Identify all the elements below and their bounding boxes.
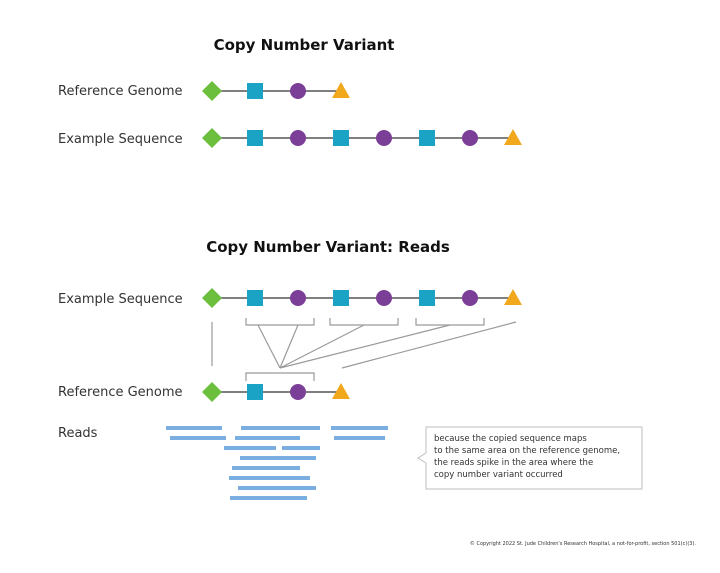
read <box>230 496 307 500</box>
circle-icon <box>290 384 306 400</box>
circle-icon <box>290 130 306 146</box>
reads-label: Reads <box>58 426 98 441</box>
section2-title: Copy Number Variant: Reads <box>206 238 450 256</box>
triangle-icon <box>504 129 522 145</box>
diamond-icon <box>202 382 222 402</box>
circle-icon <box>290 83 306 99</box>
read <box>331 426 388 430</box>
section2-example-sequence <box>202 288 522 308</box>
bracket-reference <box>245 372 315 381</box>
section1-reference-label: Reference Genome <box>58 84 183 99</box>
square-icon <box>419 290 435 306</box>
section1-example-sequence <box>202 128 522 148</box>
section2-reference-label: Reference Genome <box>58 385 183 400</box>
mapping-connectors <box>211 318 517 381</box>
section1-title: Copy Number Variant <box>214 36 395 54</box>
read <box>229 476 310 480</box>
read <box>235 436 300 440</box>
connector-line <box>279 324 365 369</box>
section1-reference-sequence <box>202 81 350 101</box>
circle-icon <box>462 130 478 146</box>
circle-icon <box>290 290 306 306</box>
read <box>238 486 316 490</box>
square-icon <box>333 290 349 306</box>
read <box>240 456 316 460</box>
section2-reference-sequence <box>202 382 350 402</box>
square-icon <box>247 384 263 400</box>
diamond-icon <box>202 81 222 101</box>
callout-line-1: because the copied sequence maps <box>434 434 587 444</box>
circle-icon <box>462 290 478 306</box>
read <box>232 466 300 470</box>
bracket-copy-2 <box>329 318 399 326</box>
read <box>334 436 385 440</box>
circle-icon <box>376 130 392 146</box>
square-icon <box>247 130 263 146</box>
callout-line-4: copy number variant occurred <box>434 470 563 480</box>
bracket-copy-1 <box>245 318 315 326</box>
read <box>241 426 320 430</box>
diamond-icon <box>202 128 222 148</box>
triangle-icon <box>332 82 350 98</box>
diamond-icon <box>202 288 222 308</box>
connector-line <box>279 324 299 369</box>
connector-line <box>341 321 517 369</box>
callout-line-3: the reads spike in the area where the <box>434 458 593 468</box>
section2-example-label: Example Sequence <box>58 292 183 307</box>
callout-box: because the copied sequence maps to the … <box>417 426 643 490</box>
section1-example-label: Example Sequence <box>58 132 183 147</box>
bracket-copy-3 <box>415 318 485 326</box>
circle-icon <box>376 290 392 306</box>
connector-line <box>279 324 451 369</box>
reads-pileup <box>166 426 388 500</box>
read <box>224 446 276 450</box>
triangle-icon <box>504 289 522 305</box>
square-icon <box>247 83 263 99</box>
square-icon <box>333 130 349 146</box>
read <box>166 426 222 430</box>
connector-line <box>257 324 281 369</box>
read <box>282 446 320 450</box>
square-icon <box>419 130 435 146</box>
triangle-icon <box>332 383 350 399</box>
square-icon <box>247 290 263 306</box>
copyright-text: © Copyright 2022 St. Jude Children's Res… <box>470 540 697 547</box>
callout-line-2: to the same area on the reference genome… <box>434 446 620 456</box>
read <box>170 436 226 440</box>
